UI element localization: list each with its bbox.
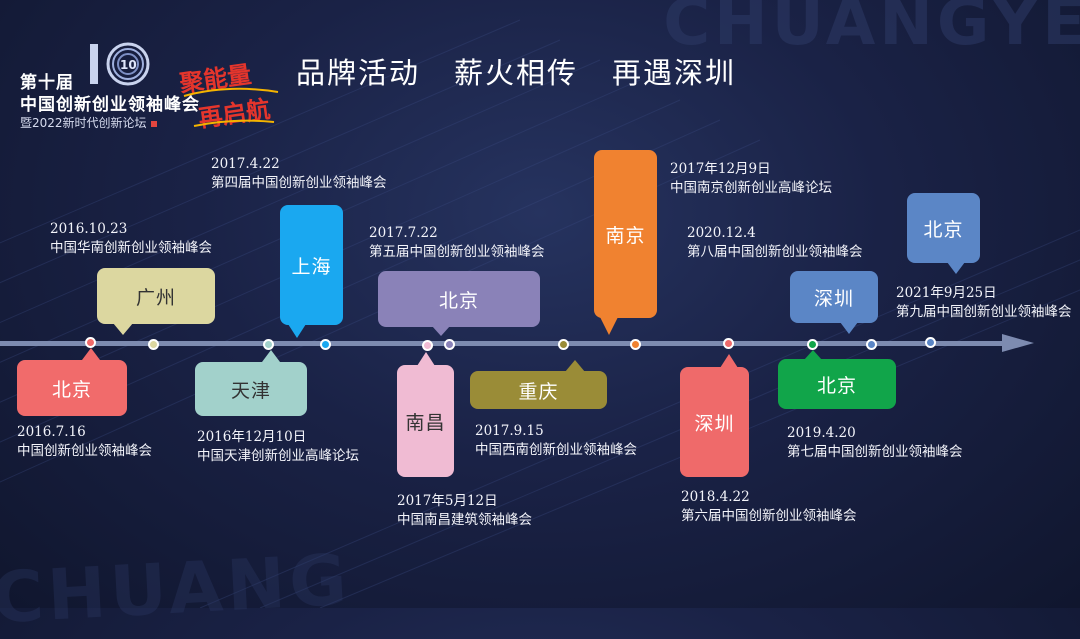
- headline-part-3: 再遇深圳: [612, 56, 737, 90]
- timeline-dot: [263, 339, 274, 350]
- event-name: 中国创新创业领袖峰会: [17, 443, 152, 459]
- event-date: 2016.10.23: [50, 221, 128, 237]
- event-label-12: 2021年9月25日第九届中国创新创业领袖峰会: [896, 284, 1072, 322]
- city-bubble-shanghai: 上海: [280, 205, 343, 325]
- event-date: 2017.4.22: [211, 156, 280, 172]
- event-date: 2020.12.4: [687, 225, 756, 241]
- background-word-top: CHUANGYE: [663, 0, 1080, 60]
- ten-mark-icon: 10: [90, 42, 150, 86]
- headline: 品牌活动薪火相传再遇深圳: [296, 50, 770, 92]
- city-bubble-beijing-2016: 北京: [17, 360, 127, 416]
- background-word-bottom: CHUANG: [0, 538, 353, 639]
- city-bubble-tianjin: 天津: [195, 362, 307, 416]
- city-bubble-nanjing: 南京: [594, 150, 657, 318]
- svg-text:再启航: 再启航: [197, 94, 272, 132]
- city-bubble-nanchang: 南昌: [397, 365, 454, 477]
- event-label-6: 2017.7.22 第五届中国创新创业领袖峰会: [369, 224, 545, 262]
- timeline-dot: [558, 339, 569, 350]
- event-date: 2017.7.22: [369, 225, 438, 241]
- event-date: 2016.7.16: [17, 424, 86, 440]
- event-label-4: 2017.4.22 第四届中国创新创业领袖峰会: [211, 155, 387, 193]
- event-logo: 10 第十届 中国创新创业领袖峰会 暨2022新时代创新论坛 聚能量 再启航: [14, 30, 294, 140]
- event-date: 2017年5月12日: [397, 493, 498, 509]
- logo-forum-name: 暨2022新时代创新论坛: [20, 114, 157, 131]
- svg-text:聚能量: 聚能量: [177, 59, 253, 98]
- headline-part-2: 薪火相传: [454, 56, 579, 90]
- city-bubble-beijing-2017: 北京: [378, 271, 540, 327]
- city-bubble-shenzhen-2020: 深圳: [790, 271, 878, 323]
- event-label-10: 2019.4.20 第七届中国创新创业领袖峰会: [787, 424, 963, 462]
- event-label-2: 2016.10.23 中国华南创新创业领袖峰会: [50, 220, 212, 258]
- event-name: 中国华南创新创业领袖峰会: [50, 240, 212, 256]
- event-label-11: 2020.12.4 第八届中国创新创业领袖峰会: [687, 224, 863, 262]
- event-name: 第七届中国创新创业领袖峰会: [787, 444, 963, 460]
- svg-text:10: 10: [120, 58, 137, 72]
- logo-summit-name: 中国创新创业领袖峰会: [20, 95, 200, 115]
- timeline-dot: [85, 337, 96, 348]
- city-bubble-beijing-2019: 北京: [778, 359, 896, 409]
- event-date: 2018.4.22: [681, 489, 750, 505]
- city-bubble-shenzhen-2018: 深圳: [680, 367, 749, 477]
- timeline-dot: [866, 339, 877, 350]
- slogan-calligraphy: 聚能量 再启航: [177, 59, 279, 132]
- event-date: 2017.9.15: [475, 423, 544, 439]
- event-name: 中国天津创新创业高峰论坛: [197, 448, 359, 464]
- event-label-7: 2017.9.15 中国西南创新创业领袖峰会: [475, 422, 637, 460]
- event-date: 2019.4.20: [787, 425, 856, 441]
- event-date: 2017年12月9日: [670, 161, 771, 177]
- event-label-3: 2016年12月10日中国天津创新创业高峰论坛: [197, 428, 359, 466]
- event-name: 中国西南创新创业领袖峰会: [475, 442, 637, 458]
- headline-part-1: 品牌活动: [296, 56, 421, 90]
- timeline-dot: [925, 337, 936, 348]
- timeline-dot: [807, 339, 818, 350]
- event-label-1: 2016.7.16 中国创新创业领袖峰会: [17, 423, 152, 461]
- timeline-dot: [320, 339, 331, 350]
- timeline-arrow-icon: [1002, 334, 1034, 352]
- event-date: 2021年9月25日: [896, 285, 997, 301]
- event-name: 第六届中国创新创业领袖峰会: [681, 508, 857, 524]
- event-label-9: 2018.4.22 第六届中国创新创业领袖峰会: [681, 488, 857, 526]
- event-date: 2016年12月10日: [197, 429, 307, 445]
- city-bubble-chongqing: 重庆: [470, 371, 607, 409]
- timeline-dot: [723, 338, 734, 349]
- event-name: 中国南京创新创业高峰论坛: [670, 180, 832, 196]
- city-bubble-beijing-2021: 北京: [907, 193, 980, 263]
- city-bubble-guangzhou: 广州: [97, 268, 215, 324]
- event-name: 第四届中国创新创业领袖峰会: [211, 175, 387, 191]
- timeline-dot: [630, 339, 641, 350]
- event-name: 中国南昌建筑领袖峰会: [397, 512, 532, 528]
- event-label-5: 2017年5月12日中国南昌建筑领袖峰会: [397, 492, 532, 530]
- event-name: 第九届中国创新创业领袖峰会: [896, 304, 1072, 320]
- event-name: 第五届中国创新创业领袖峰会: [369, 244, 545, 260]
- timeline-dot: [422, 340, 433, 351]
- timeline-axis: [0, 341, 1010, 346]
- logo-edition: 第十届: [20, 73, 74, 93]
- event-name: 第八届中国创新创业领袖峰会: [687, 244, 863, 260]
- timeline-dot: [148, 339, 159, 350]
- event-label-8: 2017年12月9日中国南京创新创业高峰论坛: [670, 160, 832, 198]
- timeline-dot: [444, 339, 455, 350]
